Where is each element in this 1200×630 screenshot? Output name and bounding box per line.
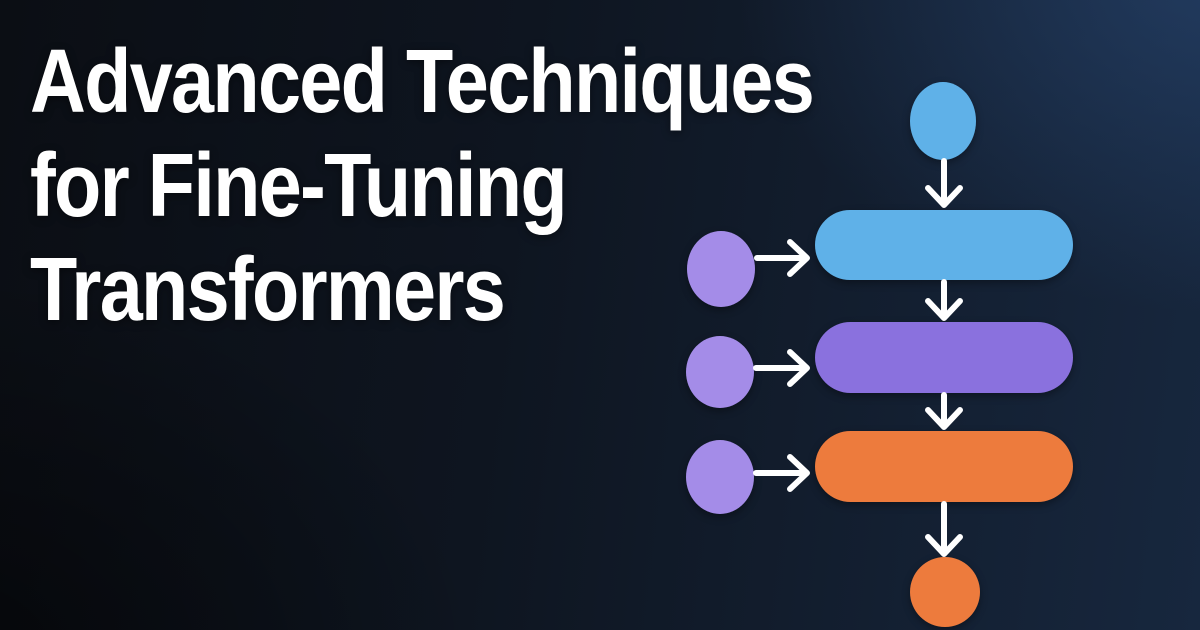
title-line-1: Advanced Techniques bbox=[30, 32, 815, 132]
input-1-node bbox=[687, 231, 755, 307]
title-line-2: for Fine-Tuning bbox=[30, 136, 568, 236]
input-2-node bbox=[686, 336, 754, 408]
arrow-input2-to-stage2 bbox=[753, 349, 810, 387]
input-3-node bbox=[686, 440, 754, 514]
stage-1-node bbox=[815, 210, 1073, 280]
arrow-input1-to-stage1 bbox=[754, 239, 810, 277]
page-title: Advanced Techniques for Fine-Tuning Tran… bbox=[30, 30, 815, 342]
arrow-stage2-to-stage3 bbox=[925, 392, 963, 430]
title-line-3: Transformers bbox=[30, 240, 506, 340]
arrow-input3-to-stage3 bbox=[753, 454, 810, 492]
end-node bbox=[910, 557, 980, 627]
stage-3-node bbox=[815, 431, 1073, 502]
arrow-stage1-to-stage2 bbox=[925, 279, 963, 321]
arrow-start-to-stage1 bbox=[925, 158, 963, 208]
start-node bbox=[910, 82, 976, 160]
stage-2-node bbox=[815, 322, 1073, 393]
arrow-stage3-to-end bbox=[925, 501, 963, 557]
flow-arrows bbox=[753, 158, 963, 557]
